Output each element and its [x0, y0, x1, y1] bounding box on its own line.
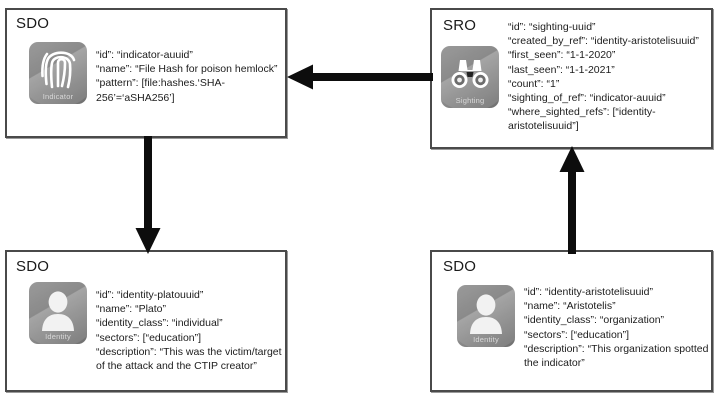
node-type-label-identity-plato: SDO: [16, 258, 50, 275]
person-identity-icon: Identity: [457, 285, 515, 347]
node-type-label-sighting: SRO: [443, 17, 477, 34]
person-glyph: [29, 290, 87, 332]
node-identity-plato-sdo[interactable]: SDO Identity “id”: “identity-platouuid” …: [5, 250, 287, 392]
icon-tile-label-identity-aristotelis: Identity: [473, 335, 499, 344]
node-type-label-identity-aristotelis: SDO: [443, 258, 477, 275]
node-type-label-indicator: SDO: [16, 15, 50, 32]
person-glyph: [457, 293, 515, 335]
fingerprint-glyph: [29, 46, 87, 91]
node-identity-aristotelis-sdo[interactable]: SDO Identity “id”: “identity-aristotelis…: [430, 250, 713, 392]
icon-tile-label-sighting: Sighting: [455, 96, 485, 105]
node-sighting-sro[interactable]: SRO Sighting “id”: “sighting-uuid” “crea…: [430, 8, 713, 149]
node-properties-sighting: “id”: “sighting-uuid” “created_by_ref”: …: [508, 21, 699, 133]
fingerprint-icon: Indicator: [29, 42, 87, 104]
icon-tile-label-indicator: Indicator: [42, 92, 74, 101]
person-identity-icon: Identity: [29, 282, 87, 344]
icon-tile-label-identity-plato: Identity: [45, 332, 71, 341]
edge-identity-aristotelis-to-sighting: [559, 146, 585, 254]
node-indicator-sdo[interactable]: SDO Indicator “id”: “indicator-auuid” “n…: [5, 8, 287, 138]
binoculars-icon: Sighting: [441, 46, 499, 108]
edge-sighting-to-indicator: [287, 64, 433, 90]
node-properties-identity-plato: “id”: “identity-platouuid” “name”: “Plat…: [96, 289, 282, 373]
binoculars-glyph: [441, 58, 499, 90]
edge-indicator-to-identity-plato: [135, 136, 161, 254]
node-properties-indicator: “id”: “indicator-auuid” “name”: “File Ha…: [96, 49, 278, 104]
node-properties-identity-aristotelis: “id”: “identity-aristotelisuuid” “name”:…: [524, 286, 709, 370]
